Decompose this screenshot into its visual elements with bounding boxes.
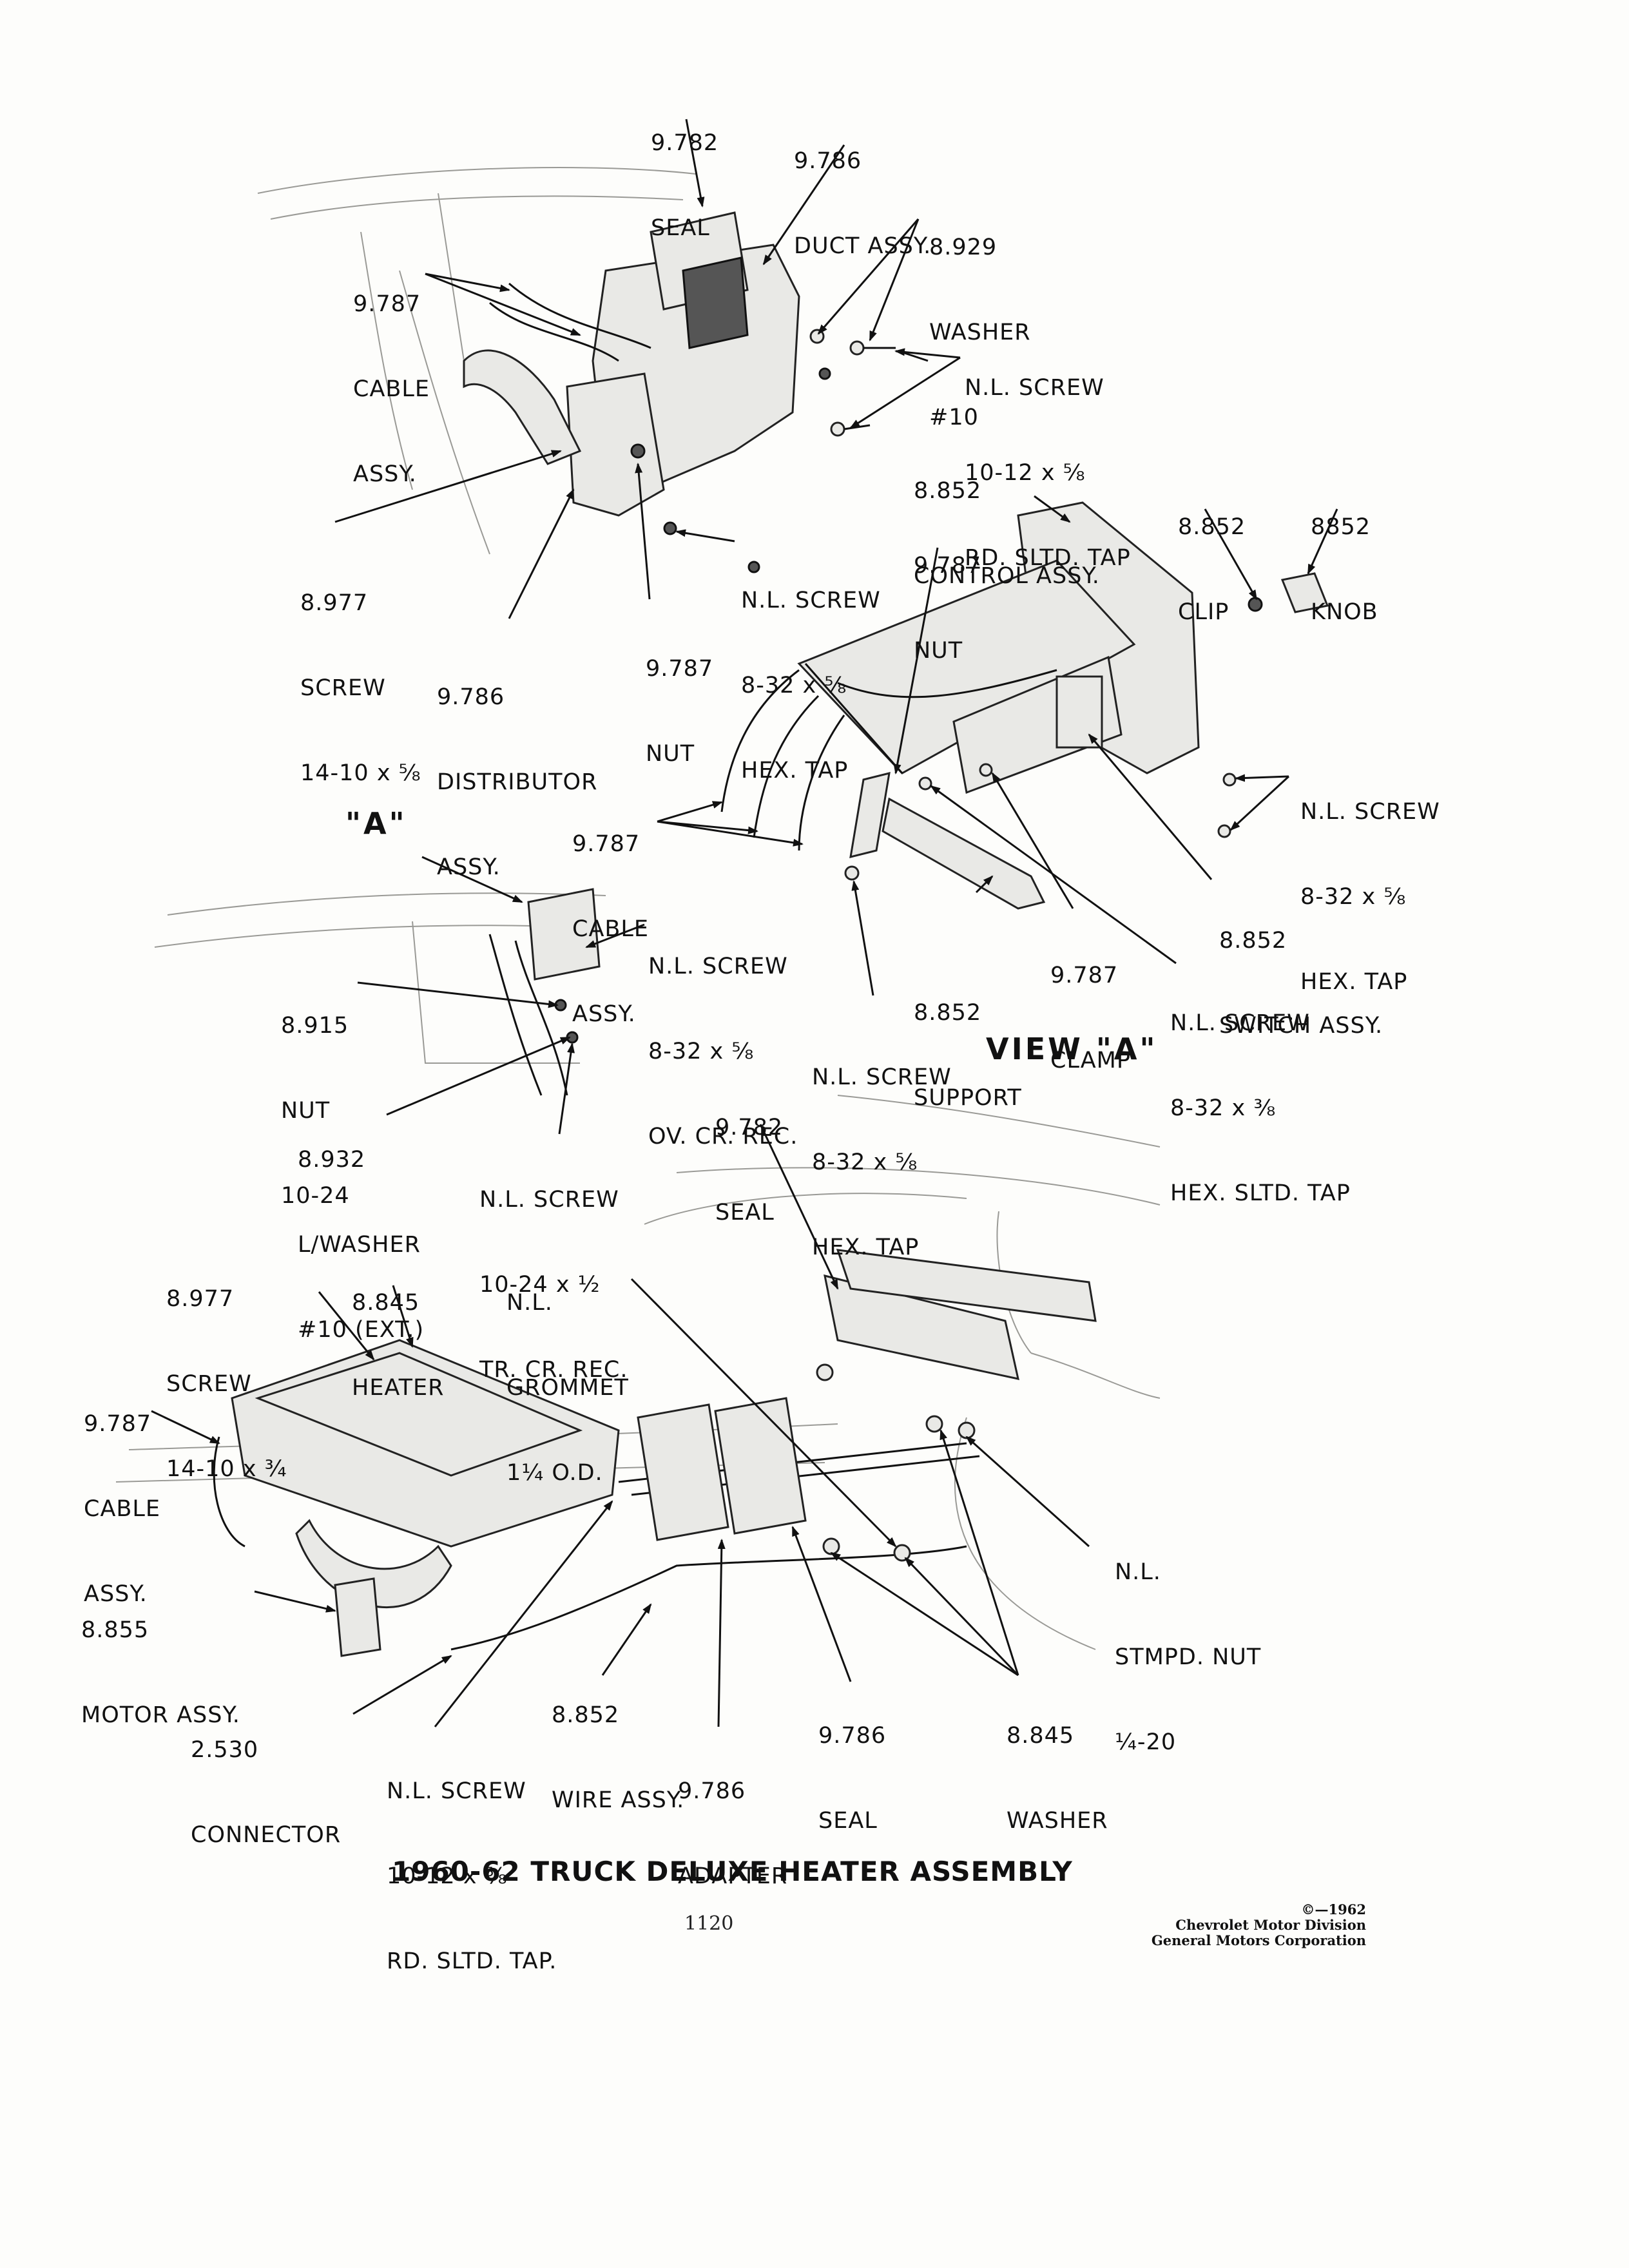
control-assembly-drawing xyxy=(797,501,1329,910)
callout-washer-10: 8.929 WASHER #10 xyxy=(929,235,1031,430)
callout-screw-rd-sltd-tap-lower: N.L. SCREW 10-12 x ⅝ RD. SLTD. TAP. xyxy=(387,1778,557,1974)
callout-seal-9786: 9.786 SEAL xyxy=(818,1723,887,1834)
heater-assembly-drawing xyxy=(213,1249,1097,1657)
callout-screw-rd-sltd-tap-top: N.L. SCREW 10-12 x ⅝ RD. SLTD. TAP xyxy=(965,375,1131,571)
callout-nut-10-24: 8.915 NUT 10-24 xyxy=(281,1013,350,1209)
washer-screw-group-top xyxy=(809,329,929,437)
callout-cable-assy-mid: 9.787 CABLE ASSY. xyxy=(572,831,650,1027)
callout-cable-assy-lower: 9.787 CABLE ASSY. xyxy=(84,1411,161,1607)
callout-knob: 8852 KNOB xyxy=(1311,514,1378,625)
control-cables xyxy=(720,669,845,851)
view-a-marker: "A" xyxy=(345,806,407,841)
callout-screw-14-10-lower: 8.977 SCREW 14-10 x ¾ xyxy=(166,1286,287,1482)
callout-switch-assy: 8.852 SWITCH ASSY. xyxy=(1219,928,1383,1039)
callout-screw-14-10-top: 8.977 SCREW 14-10 x ⅝ xyxy=(300,590,421,786)
callout-nut-duct: 9.787 NUT xyxy=(646,656,714,767)
callout-connector: 2.530 CONNECTOR xyxy=(191,1737,342,1848)
view-a-bracket-drawing xyxy=(488,888,601,1096)
callout-screw-hex-tap-right: N.L. SCREW 8-32 x ⅝ HEX. TAP xyxy=(1300,799,1440,995)
callout-screw-tr-cr-rec: N.L. SCREW 10-24 x ½ TR. CR. REC. xyxy=(479,1187,628,1383)
callout-screw-hex-tap-duct: N.L. SCREW 8-32 x ⅝ HEX. TAP xyxy=(741,588,881,783)
page-number: 1120 xyxy=(684,1912,734,1935)
callout-nut-control: 9.787 NUT xyxy=(914,553,982,664)
copyright-notice: ©—1962 Chevrolet Motor Division General … xyxy=(1151,1901,1366,1948)
view-a-title: VIEW "A" xyxy=(986,1032,1158,1066)
callout-screw-ov-cr-rec: N.L. SCREW 8-32 x ⅝ OV. CR. REC. xyxy=(648,954,798,1149)
callout-control-assy: 8.852 CONTROL ASSY. xyxy=(914,478,1100,589)
callout-distributor-assy: 9.786 DISTRIBUTOR ASSY. xyxy=(437,684,598,880)
callout-cable-assy-top: 9.787 CABLE ASSY. xyxy=(353,291,430,487)
callout-l-washer: 8.932 L/WASHER #10 (EXT.) xyxy=(298,1147,425,1343)
callout-stmpd-nut: N.L. STMPD. NUT ¼-20 xyxy=(1115,1559,1262,1755)
callout-duct-assy: 9.786 DUCT ASSY. xyxy=(794,148,932,259)
callout-screw-hex-tap-support: N.L. SCREW 8-32 x ⅝ HEX. TAP xyxy=(812,1064,952,1260)
callout-wire-assy: 8.852 WIRE ASSY. xyxy=(552,1702,685,1813)
leader-lines xyxy=(151,119,1338,1727)
callout-clip: 8.852 CLIP xyxy=(1178,514,1246,625)
callout-screw-hex-sltd-tap: N.L. SCREW 8-32 x ⅜ HEX. SLTD. TAP xyxy=(1170,1010,1351,1206)
duct-assembly-drawing xyxy=(463,211,831,573)
callout-seal-lower: 9.782 SEAL xyxy=(715,1115,784,1225)
callout-support: 8.852 SUPPORT xyxy=(914,1000,1022,1111)
callout-clamp: 9.787 CLAMP xyxy=(1050,963,1131,1073)
callout-adapter: 9.786 ADAPTER xyxy=(678,1778,788,1889)
diagram-title: 1960-62 TRUCK DELUXE HEATER ASSEMBLY xyxy=(392,1856,1073,1887)
callout-heater: 8.845 HEATER xyxy=(352,1290,445,1401)
callout-motor-assy: 8.855 MOTOR ASSY. xyxy=(81,1617,240,1728)
callout-seal-top: 9.782 SEAL xyxy=(651,130,719,241)
callout-grommet: N.L. GROMMET 1¼ O.D. xyxy=(506,1290,629,1486)
callout-washer-8845: 8.845 WASHER xyxy=(1007,1723,1108,1834)
